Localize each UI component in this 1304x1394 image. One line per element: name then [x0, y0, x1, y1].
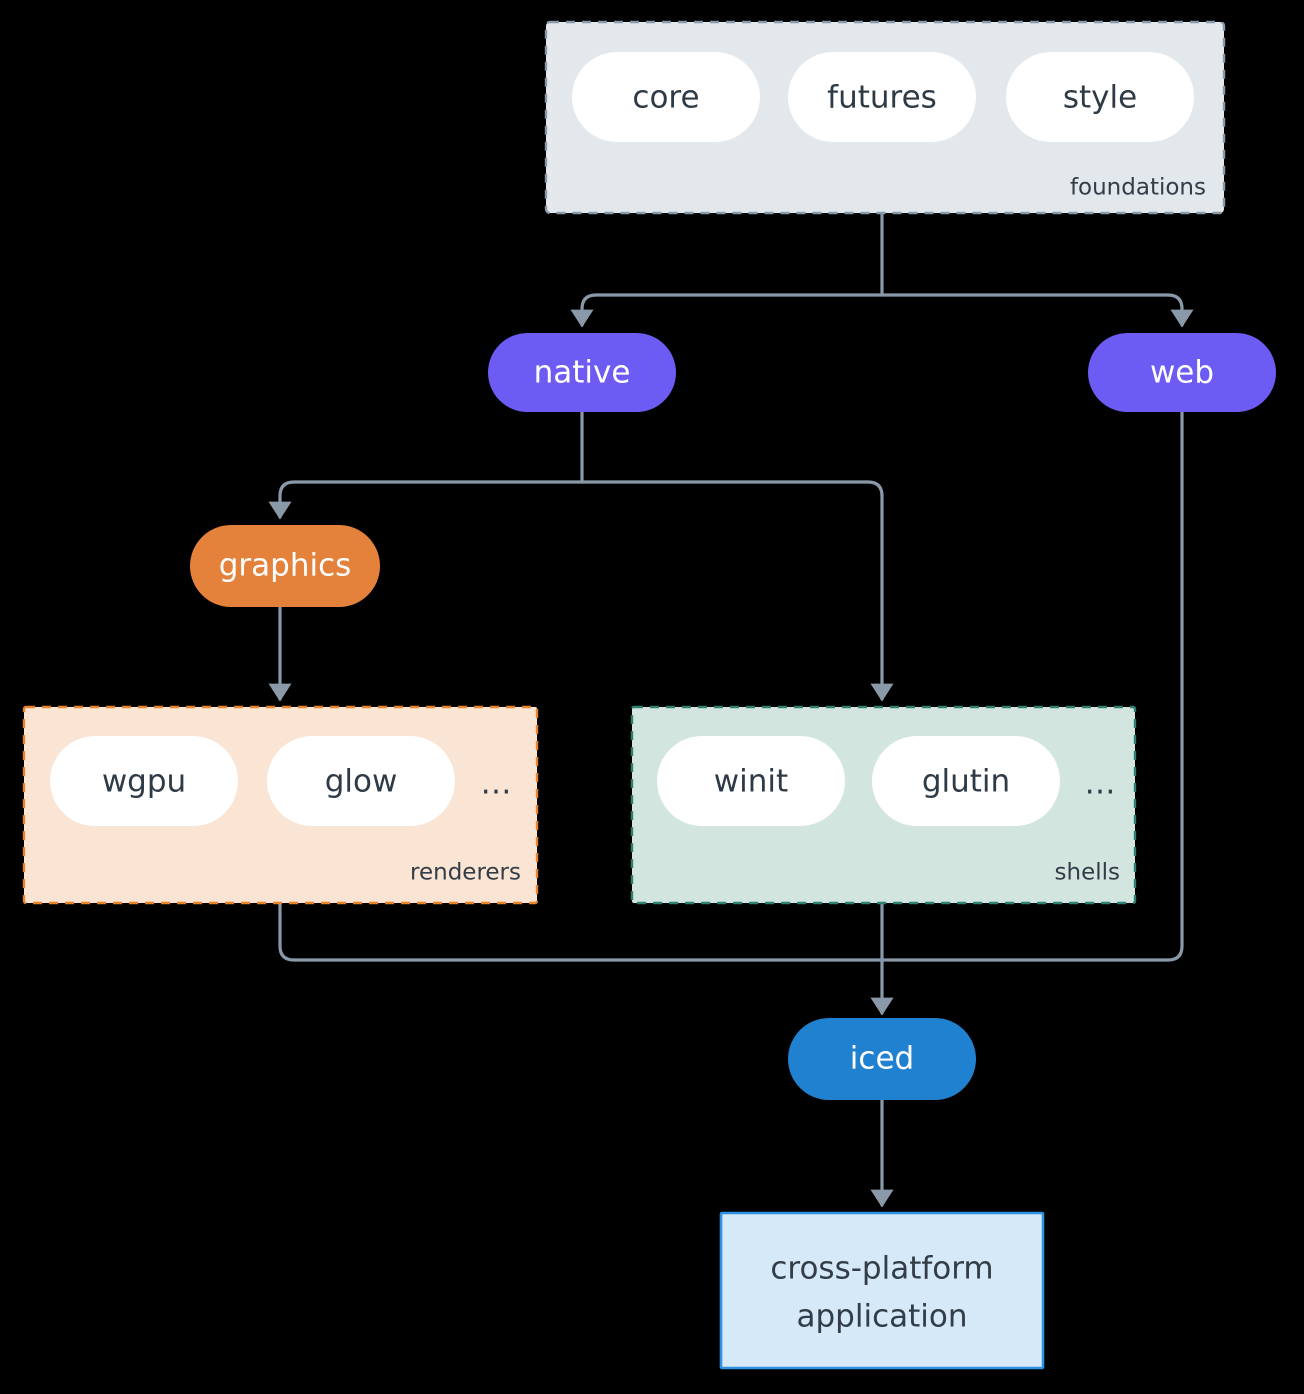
node-glutin[interactable] — [872, 736, 1060, 826]
node-glow-label: glow — [325, 764, 398, 800]
node-iced-group[interactable]: iced — [788, 1018, 976, 1100]
node-application-label-line1: cross-platform — [770, 1251, 993, 1287]
edge-native-to-graphics — [268, 480, 584, 520]
edge-foundations-to-web — [880, 293, 1194, 328]
node-winit[interactable] — [657, 736, 845, 826]
node-graphics-group[interactable]: graphics — [190, 525, 380, 607]
node-application-label-line2: application — [797, 1299, 968, 1335]
node-style-label: style — [1063, 80, 1137, 116]
group-foundations: core futures style foundations — [544, 20, 1226, 215]
node-wgpu[interactable] — [50, 736, 238, 826]
node-futures[interactable] — [788, 52, 976, 142]
node-winit-label: winit — [714, 764, 788, 800]
node-core[interactable] — [572, 52, 760, 142]
node-glutin-label: glutin — [922, 764, 1010, 800]
node-iced[interactable] — [788, 1018, 976, 1100]
node-web[interactable] — [1088, 333, 1276, 412]
node-native-label: native — [534, 355, 631, 391]
node-graphics-label: graphics — [219, 548, 352, 584]
edge-web-to-iced — [880, 410, 1184, 962]
node-native[interactable] — [488, 333, 676, 412]
group-foundations-label: foundations — [1070, 175, 1206, 201]
group-shells: winit glutin … shells — [630, 705, 1137, 905]
edge-foundations-to-native — [570, 293, 884, 328]
node-futures-label: futures — [827, 80, 937, 116]
node-wgpu-label: wgpu — [102, 764, 186, 800]
shells-ellipsis-label: … — [1085, 766, 1116, 802]
node-style[interactable] — [1006, 52, 1194, 142]
node-native-group[interactable]: native — [488, 333, 676, 412]
node-glow[interactable] — [267, 736, 455, 826]
node-web-label: web — [1150, 355, 1214, 391]
group-shells-label: shells — [1055, 860, 1120, 886]
group-renderers: wgpu glow … renderers — [22, 705, 539, 905]
edge-renderers-to-iced — [278, 901, 884, 962]
node-core-label: core — [632, 80, 699, 116]
group-renderers-label: renderers — [410, 860, 521, 886]
node-graphics[interactable] — [190, 525, 380, 607]
renderers-ellipsis-label: … — [481, 766, 512, 802]
node-application-group[interactable]: cross-platform application — [719, 1211, 1045, 1370]
edge-native-to-shells — [580, 480, 894, 702]
edge-layer — [268, 211, 1194, 1208]
node-application[interactable] — [719, 1211, 1045, 1370]
node-web-group[interactable]: web — [1088, 333, 1276, 412]
node-iced-label: iced — [850, 1041, 914, 1077]
